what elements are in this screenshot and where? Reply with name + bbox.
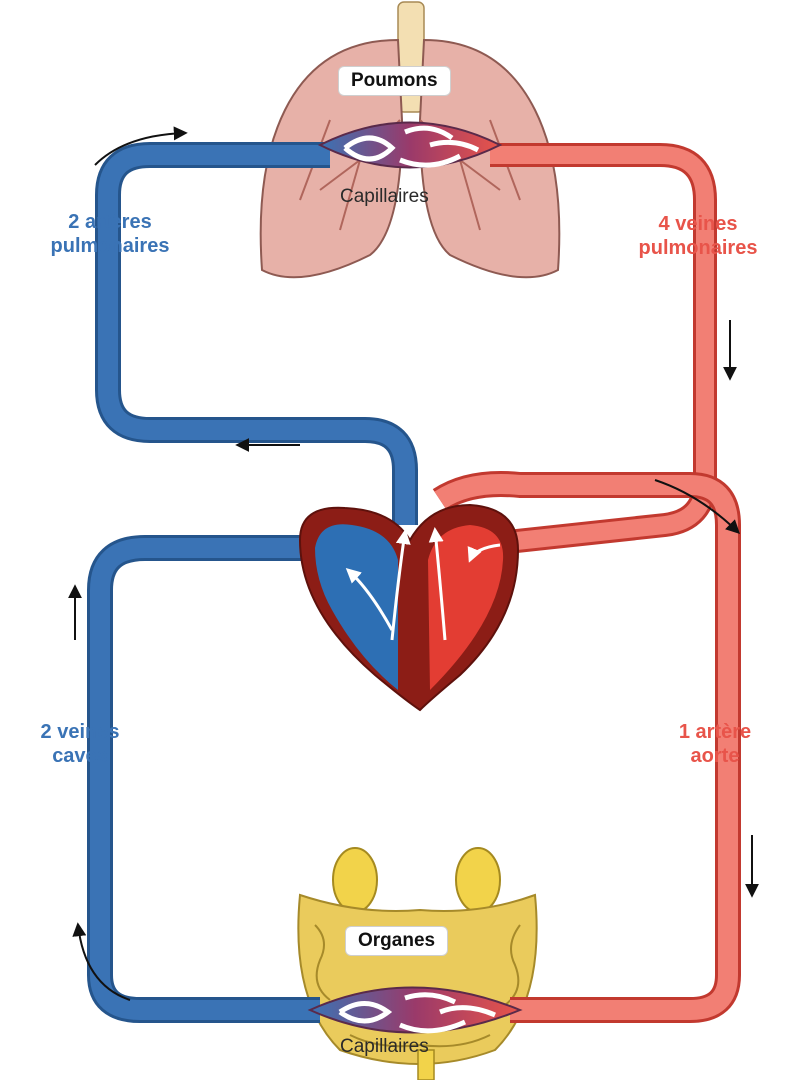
organs-label: Organes xyxy=(345,926,448,956)
heart-illustration xyxy=(300,505,518,710)
pulmonary-veins-label-line1: 4 veines xyxy=(598,212,798,236)
pulmonary-arteries-label: 2 artères pulmonaires xyxy=(10,210,210,258)
venae-cavae-label-line2: caves xyxy=(0,744,160,768)
vena-cava xyxy=(100,548,320,1010)
aorta-label-line1: 1 artère xyxy=(640,720,790,744)
aorta-label: 1 artère aorte xyxy=(640,720,790,768)
lungs-label: Poumons xyxy=(338,66,451,96)
pulmonary-arteries-label-line1: 2 artères xyxy=(10,210,210,234)
vena-cava-outline xyxy=(100,548,320,1010)
capillaries-top-label: Capillaires xyxy=(340,186,429,208)
pulmonary-arteries-label-line2: pulmonaires xyxy=(10,234,210,258)
venae-cavae-label-line1: 2 veines xyxy=(0,720,160,744)
aorta-label-line2: aorte xyxy=(640,744,790,768)
left-kidney xyxy=(333,848,377,912)
capillaries-bottom-label: Capillaires xyxy=(340,1036,429,1058)
right-kidney xyxy=(456,848,500,912)
pulmonary-veins-label-line2: pulmonaires xyxy=(598,236,798,260)
pulmonary-veins-label: 4 veines pulmonaires xyxy=(598,212,798,260)
venae-cavae-label: 2 veines caves xyxy=(0,720,160,768)
